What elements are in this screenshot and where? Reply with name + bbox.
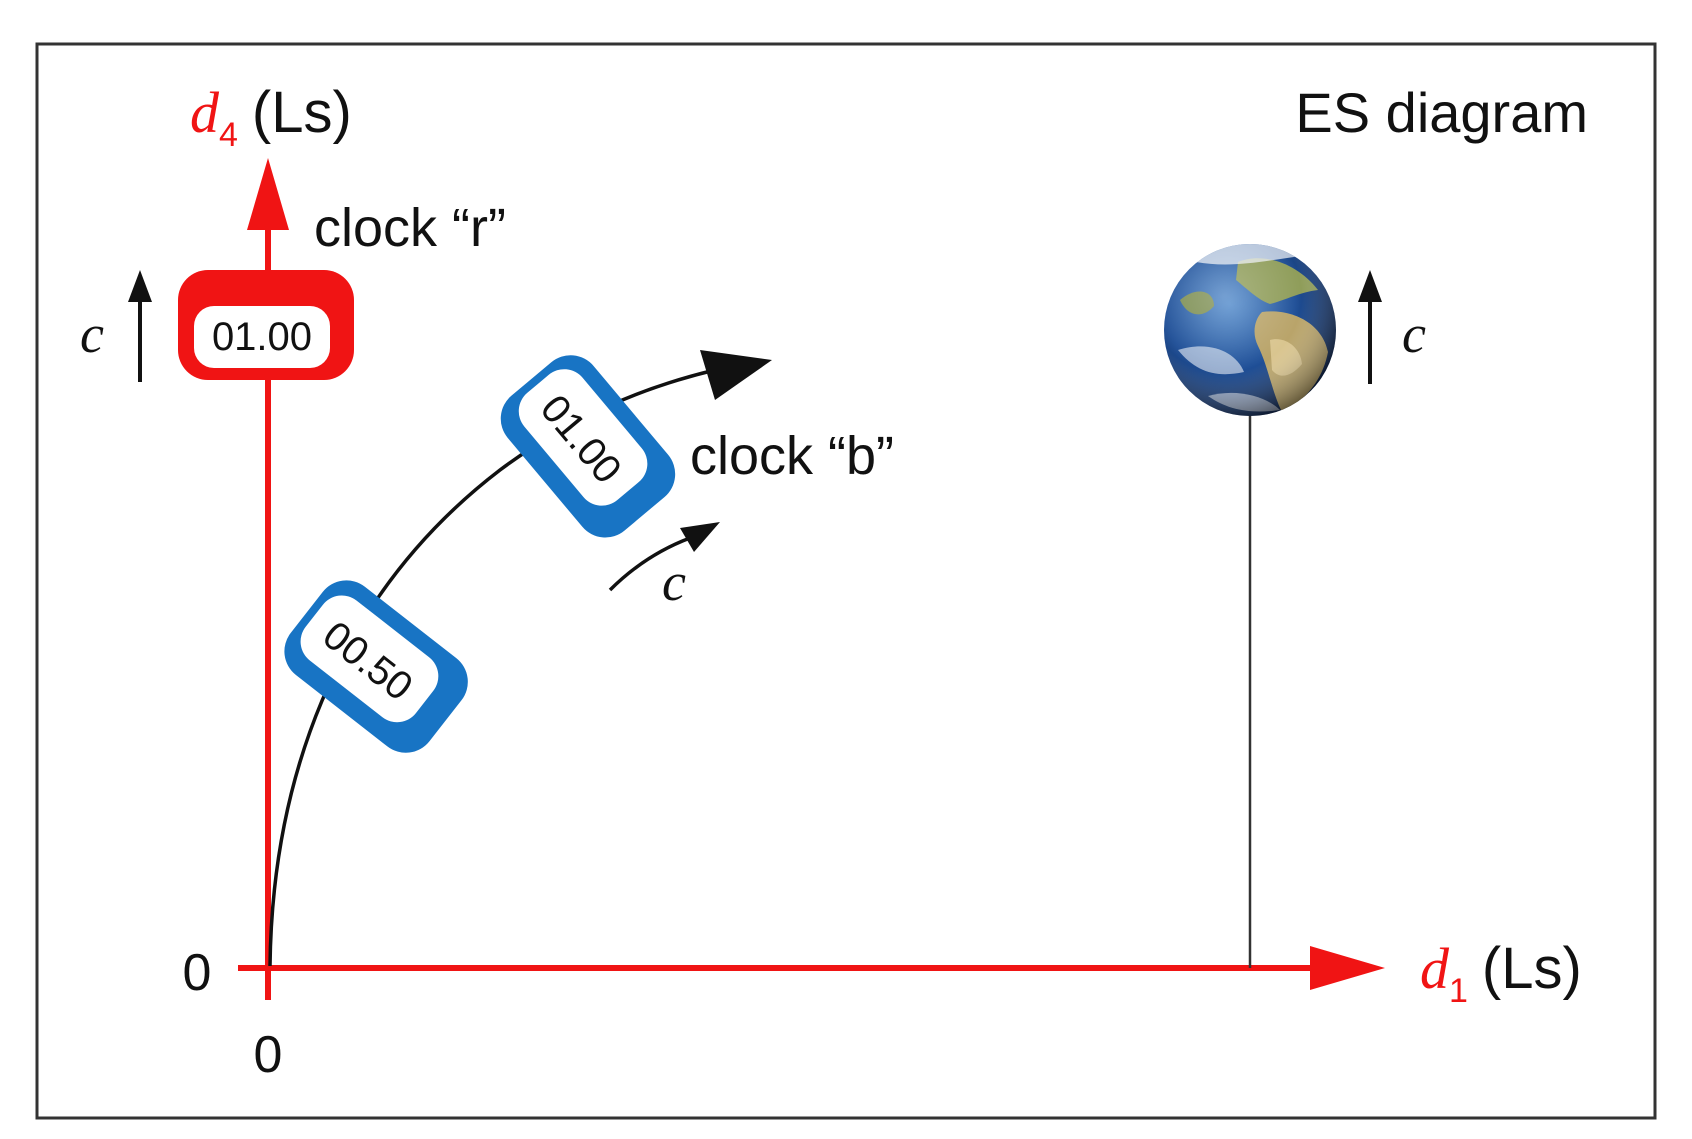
clock-r-velocity-label: c	[80, 304, 104, 364]
clock-b-worldline-arrowhead-icon	[700, 350, 772, 400]
clock-r: clock “r” 01.00 c	[80, 198, 506, 382]
clock-r-face	[194, 306, 330, 368]
clock-b-label: clock “b”	[690, 426, 894, 486]
clock-r-reading: 01.00	[212, 315, 312, 359]
clock-b-upper-face	[518, 369, 648, 506]
d4-origin-label: 0	[183, 944, 212, 1002]
earth-velocity-arrow-icon	[1358, 270, 1382, 302]
clock-b-lower-face	[300, 595, 439, 723]
clock-b-velocity: c	[608, 522, 720, 612]
earth: c	[1164, 244, 1426, 968]
d4-axis-label: d4(Ls)	[190, 80, 352, 154]
clock-r-velocity-arrow-icon	[128, 270, 152, 302]
clock-b-velocity-arrow-icon	[680, 522, 720, 552]
diagram-frame	[35, 42, 1657, 1120]
clock-b-worldline	[268, 350, 772, 967]
clock-b-upper: 01.00	[500, 355, 676, 538]
d1-origin-label: 0	[254, 1026, 283, 1084]
d1-axis-label: d1(Ls)	[1420, 936, 1582, 1010]
earth-globe-icon	[1164, 244, 1336, 416]
clock-b-lower: 00.50	[284, 580, 468, 753]
clock-r-label: clock “r”	[314, 198, 506, 258]
d1-axis: d1(Ls) 0	[238, 936, 1582, 1084]
diagram-title: ES diagram	[1295, 81, 1588, 144]
clock-b-velocity-label: c	[662, 552, 686, 612]
d1-arrowhead-icon	[1310, 946, 1385, 990]
d4-arrowhead-icon	[247, 158, 289, 230]
earth-velocity-label: c	[1402, 304, 1426, 364]
